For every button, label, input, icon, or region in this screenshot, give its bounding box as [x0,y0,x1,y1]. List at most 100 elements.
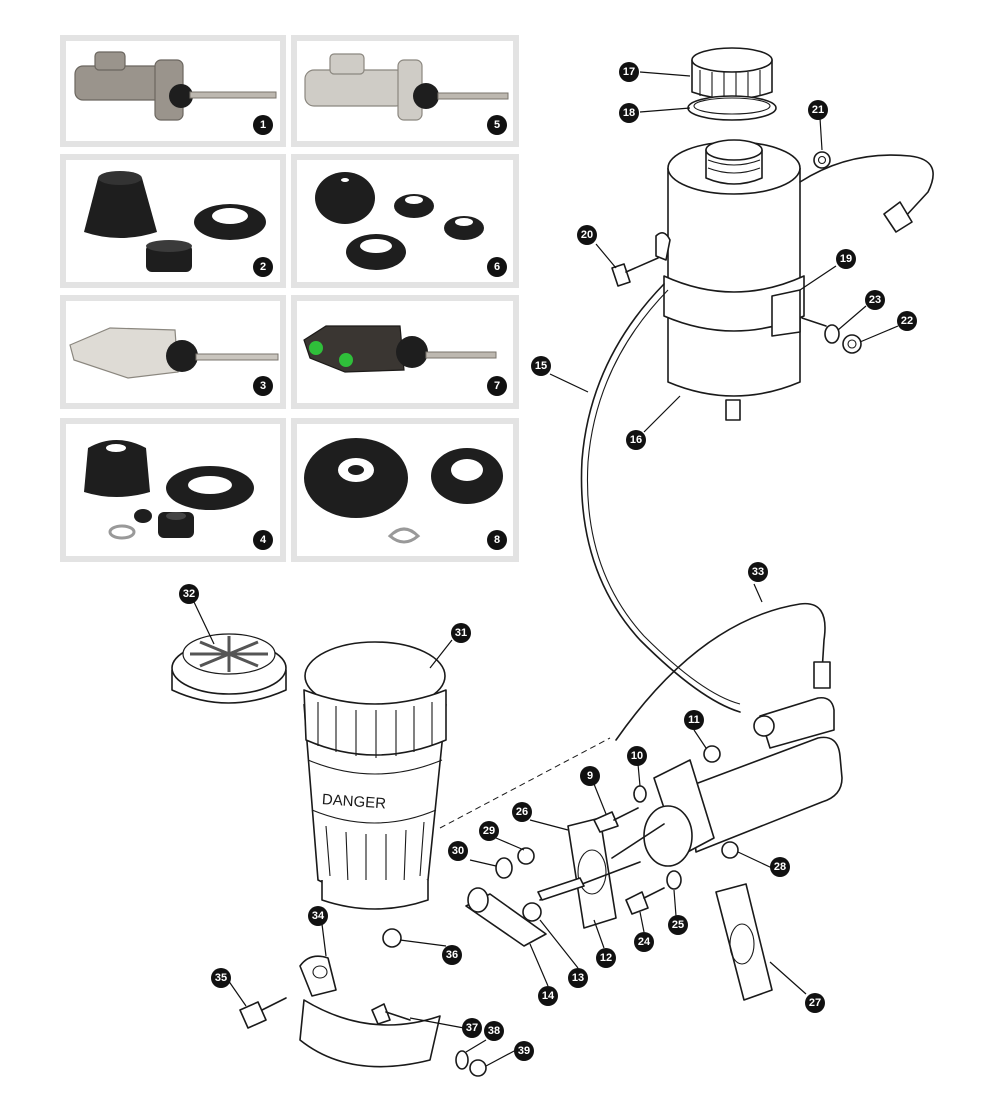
dashed-guide [439,737,611,829]
callout-38: 38 [484,1021,504,1041]
callout-leaders [193,71,899,1067]
callout-badge: 2 [253,257,273,277]
pipe-to-top [799,154,934,233]
washer-38 [455,1050,469,1070]
callout-badge: 5 [487,115,507,135]
seal-kit-photo-6 [315,172,484,270]
svg-text:12: 12 [600,952,612,964]
svg-text:6: 6 [494,261,500,273]
callout-29: 29 [479,821,499,841]
svg-text:19: 19 [840,253,852,265]
pipe-33-fitting [813,661,831,689]
svg-text:8: 8 [494,534,500,546]
nut-21 [813,151,831,169]
photo-panel-2: 2 [60,154,286,288]
clamp-strap-19 [655,232,827,337]
callout-15: 15 [531,356,551,376]
nut-39 [469,1059,487,1077]
washer-23 [824,324,840,344]
svg-text:33: 33 [752,566,764,578]
danger-label: DANGER [321,791,386,812]
bolt-24 [625,887,665,915]
bolt-9 [593,807,639,833]
clamp-34 [299,955,441,1068]
callout-badge: 8 [487,530,507,550]
callout-27: 27 [805,993,825,1013]
nut-22 [842,334,862,354]
photo-panel-4: 4 [60,418,286,562]
callout-21: 21 [808,100,828,120]
svg-text:22: 22 [901,315,913,327]
master-cylinder-photo-7 [303,325,497,373]
screw-20 [611,257,659,287]
svg-text:17: 17 [623,66,635,78]
pipe-15-inner [586,289,741,705]
callout-26: 26 [512,802,532,822]
svg-text:34: 34 [312,910,325,922]
callout-badge: 6 [487,257,507,277]
svg-text:18: 18 [623,107,635,119]
master-cylinder-photo-1 [74,51,277,121]
nut-13 [522,902,542,922]
nut-11 [703,745,721,763]
clevis-pin-14 [465,887,547,947]
svg-text:25: 25 [672,919,684,931]
pipe-33 [615,602,826,741]
callout-37: 37 [462,1018,482,1038]
callout-11: 11 [684,710,704,730]
gasket-12 [567,817,617,929]
callout-badge: 7 [487,376,507,396]
seal-kit-photo-2 [84,171,266,272]
svg-text:11: 11 [688,714,700,726]
callout-39: 39 [514,1041,534,1061]
bolt-35 [239,997,287,1029]
nut-29 [517,847,535,865]
reservoir-body-16 [667,139,801,421]
callout-31: 31 [451,623,471,643]
svg-text:13: 13 [572,972,584,984]
svg-text:31: 31 [455,627,467,639]
callout-20: 20 [577,225,597,245]
svg-text:37: 37 [466,1022,478,1034]
callout-32: 32 [179,584,199,604]
svg-text:9: 9 [587,770,593,782]
svg-text:20: 20 [581,229,593,241]
svg-text:36: 36 [446,949,458,961]
pipe-15 [580,283,741,713]
svg-text:38: 38 [488,1025,500,1037]
nut-28 [721,841,739,859]
callout-28: 28 [770,857,790,877]
svg-text:3: 3 [260,380,266,392]
callout-badge: 3 [253,376,273,396]
nut-36 [382,928,402,948]
filter-cap-32 [171,633,287,704]
callout-24: 24 [634,932,654,952]
master-cylinder-photo-5 [304,53,509,121]
svg-text:28: 28 [774,861,786,873]
washer-30 [495,857,513,879]
bolt-37 [371,1003,411,1025]
callout-19: 19 [836,249,856,269]
svg-text:29: 29 [483,825,495,837]
callout-35: 35 [211,968,231,988]
gasket-27 [715,883,773,1001]
mounting-flange [611,759,715,867]
callout-23: 23 [865,290,885,310]
callout-36: 36 [442,945,462,965]
callout-badge: 4 [253,530,273,550]
pushrod [537,861,641,901]
svg-text:39: 39 [518,1045,530,1057]
photo-panel-6: 6 [291,154,519,288]
callout-10: 10 [627,746,647,766]
callout-9: 9 [580,766,600,786]
callout-13: 13 [568,968,588,988]
callout-34: 34 [308,906,328,926]
master-cylinder-photo-3 [69,327,279,379]
callout-badge: 1 [253,115,273,135]
svg-text:15: 15 [535,360,547,372]
svg-text:5: 5 [494,119,500,131]
photo-panel-5: 5 [291,35,519,147]
callout-14: 14 [538,986,558,1006]
washer-10 [633,785,647,803]
svg-text:27: 27 [809,997,821,1009]
